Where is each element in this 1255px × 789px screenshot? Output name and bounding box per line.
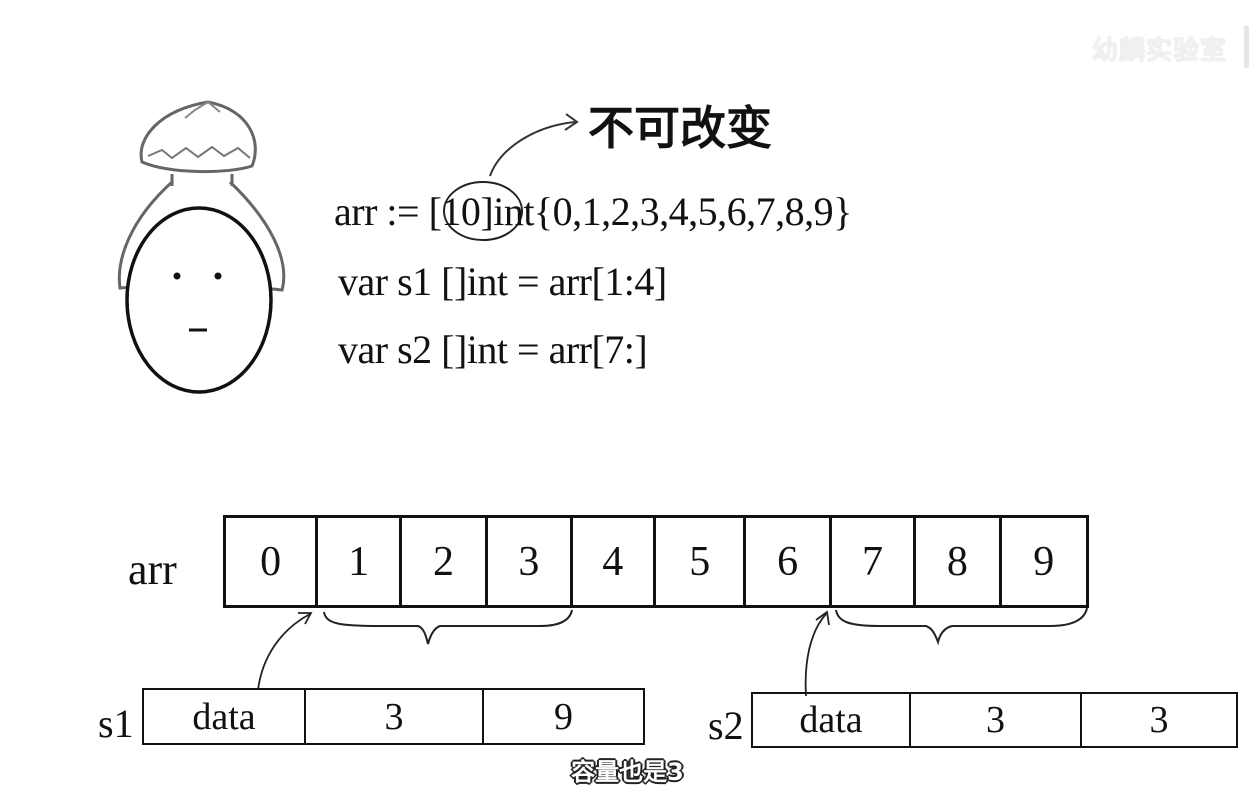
slice-s1-len-field: 3: [306, 690, 484, 743]
slice-s1-label: s1: [98, 701, 134, 746]
slice-s2-len-field: 3: [911, 694, 1082, 746]
array-cell: 8: [916, 518, 1002, 605]
slice-s2-data-field: data: [753, 694, 911, 746]
array-cell: 3: [488, 518, 573, 605]
array-cell: 1: [318, 518, 402, 605]
array-cell: 7: [832, 518, 917, 605]
watermark-text: 幼麟实验室: [1091, 36, 1227, 66]
array-cell: 6: [746, 518, 832, 605]
array-cell: 5: [656, 518, 747, 605]
slice-s2-label: s2: [708, 703, 744, 748]
array-cell: 0: [226, 518, 319, 605]
code-line-1: arr := [10]int{0,1,2,3,4,5,6,7,8,9}: [334, 189, 852, 234]
code-line-3: var s2 []int = arr[7:]: [338, 327, 648, 372]
slice-s1-header: data 3 9: [142, 688, 645, 745]
video-subtitle: 容量也是3: [571, 758, 684, 786]
array-cell: 9: [1033, 538, 1055, 585]
slice-s1-cap-field: 9: [554, 695, 573, 738]
slice-s2-cap-field: 3: [1149, 699, 1169, 741]
slice-s1-data-field: data: [144, 690, 306, 743]
watermark-bar: [1244, 26, 1249, 68]
array-label: arr: [128, 545, 177, 594]
array-cell: 2: [402, 518, 489, 605]
note-label: 不可改变: [588, 101, 772, 155]
slice-s2-header: data 3 3: [751, 692, 1238, 748]
mascot-illustration: [117, 100, 286, 394]
array-row: 0 1 2 3 4 5 6 7 8 9: [223, 515, 1089, 608]
code-line-2: var s1 []int = arr[1:4]: [338, 259, 667, 304]
array-cell: 4: [573, 518, 657, 605]
